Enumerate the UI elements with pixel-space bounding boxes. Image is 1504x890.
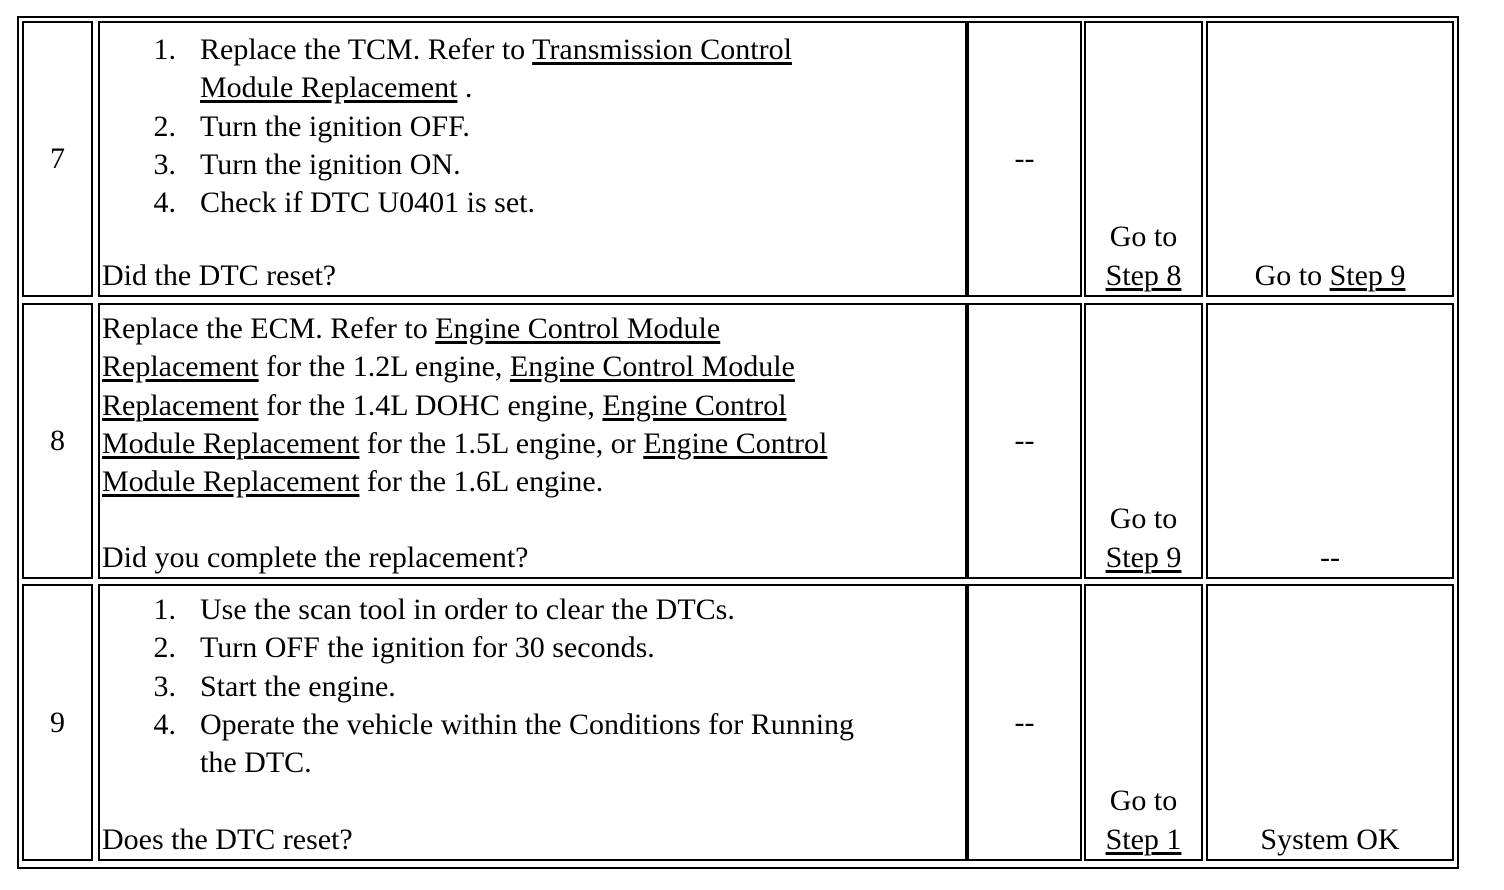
value-cell-7: --: [967, 21, 1082, 297]
list-item: 3.Start the engine.: [153, 669, 396, 703]
goto-step-8-link[interactable]: Step 8: [1105, 258, 1182, 292]
step-cell-7: 7: [22, 21, 93, 297]
tcm-replacement-link-part1[interactable]: Transmission Control: [532, 33, 792, 66]
tcm-replacement-link-part2[interactable]: Module Replacement: [200, 71, 458, 105]
value-cell-8: --: [967, 303, 1082, 579]
no-result-text: --: [1320, 540, 1340, 574]
goto-text: Go to: [1254, 258, 1330, 292]
question-text: Did the DTC reset?: [102, 258, 337, 292]
list-item: 2.Turn OFF the ignition for 30 seconds.: [153, 631, 655, 665]
value-text: --: [1014, 423, 1035, 457]
list-item: 4.Check if DTC U0401 is set.: [153, 186, 535, 220]
yes-cell-7: Go to Step 8: [1084, 21, 1203, 297]
ecm-instruction: Replace the ECM. Refer to Engine Control…: [102, 312, 828, 499]
procedure-table: 7 1. Replace the TCM. Refer to Transmiss…: [17, 16, 1459, 869]
action-cell-9: 1.Use the scan tool in order to clear th…: [98, 584, 967, 861]
ecm-replacement-link[interactable]: Engine Control Module: [435, 312, 721, 345]
step-cell-9: 9: [22, 584, 93, 861]
list-item: 1.Use the scan tool in order to clear th…: [153, 593, 735, 626]
goto-step-9-link[interactable]: Step 9: [1329, 258, 1406, 292]
ecm-replacement-link[interactable]: Engine Control Module: [509, 350, 795, 384]
list-item: 3.Turn the ignition ON.: [153, 147, 461, 181]
step-number: 7: [50, 141, 65, 175]
ecm-replacement-link[interactable]: Replacement: [102, 388, 259, 422]
ecm-replacement-link[interactable]: Module Replacement: [102, 465, 360, 499]
yes-cell-8: Go to Step 9: [1084, 303, 1203, 579]
value-text: --: [1014, 141, 1035, 175]
step-number: 9: [50, 705, 65, 739]
value-text: --: [1014, 705, 1035, 739]
list-item: 2.Turn the ignition OFF.: [153, 109, 470, 143]
goto-text: Go to: [1109, 220, 1178, 254]
step-cell-8: 8: [22, 303, 93, 579]
ecm-replacement-link[interactable]: Replacement: [102, 350, 259, 384]
no-cell-7: Go to Step 9: [1206, 21, 1454, 297]
yes-cell-9: Go to Step 1: [1084, 584, 1203, 861]
goto-step-1-link[interactable]: Step 1: [1105, 822, 1182, 856]
ecm-replacement-link[interactable]: Module Replacement: [102, 426, 360, 460]
ecm-replacement-link[interactable]: Engine Control: [602, 388, 787, 422]
no-cell-8: --: [1206, 303, 1454, 579]
question-text: Did you complete the replacement?: [102, 540, 529, 574]
ecm-replacement-link[interactable]: Engine Control: [643, 426, 828, 460]
goto-step-9-link[interactable]: Step 9: [1105, 540, 1182, 574]
question-text: Does the DTC reset?: [102, 822, 353, 856]
no-cell-9: System OK: [1206, 584, 1454, 861]
action-cell-8: Replace the ECM. Refer to Engine Control…: [98, 303, 967, 579]
list-item: 1. Replace the TCM. Refer to Transmissio…: [153, 33, 792, 105]
system-ok-text: System OK: [1260, 822, 1400, 856]
list-item: 4. Operate the vehicle within the Condit…: [153, 707, 855, 780]
action-cell-7: 1. Replace the TCM. Refer to Transmissio…: [98, 21, 967, 297]
value-cell-9: --: [967, 584, 1082, 861]
goto-text: Go to: [1109, 784, 1178, 818]
step-number: 8: [50, 423, 65, 457]
goto-text: Go to: [1109, 502, 1178, 536]
